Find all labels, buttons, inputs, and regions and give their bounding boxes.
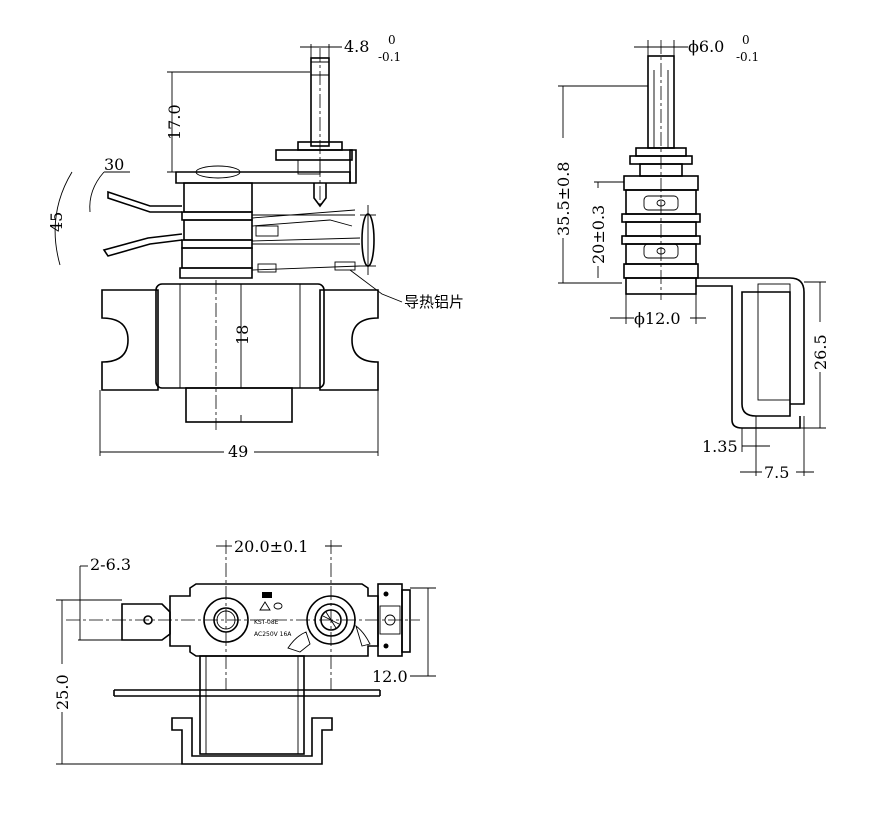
dim-spacing: 20.0±0.1 xyxy=(234,537,308,556)
dim-26-5: 26.5 xyxy=(811,334,830,370)
dim-49: 49 xyxy=(228,442,248,461)
dim-2-6-3: 2-6.3 xyxy=(90,555,131,574)
angle-30: 30 xyxy=(104,155,124,174)
callout-label: 导热铝片 xyxy=(404,293,464,311)
front-view: 4.8 0 -0.1 17.0 xyxy=(47,33,464,461)
side-view: ϕ6.0 0 -0.1 35.5±0.8 20±0.3 xyxy=(553,33,830,482)
dim-shaft-dia: ϕ6.0 xyxy=(688,37,724,56)
dim-shaft-width: 4.8 xyxy=(344,37,369,56)
dim-20: 20±0.3 xyxy=(589,205,608,264)
tol-upper: 0 xyxy=(388,33,396,47)
dim-25: 25.0 xyxy=(53,674,72,710)
side-tol-lower: -0.1 xyxy=(736,50,759,64)
angle-45: 45 xyxy=(47,212,66,232)
dim-12: 12.0 xyxy=(372,667,408,686)
dim-body-dia: ϕ12.0 xyxy=(634,309,681,328)
dim-7-5: 7.5 xyxy=(764,463,789,482)
side-tol-upper: 0 xyxy=(742,33,750,47)
dim-height: 35.5±0.8 xyxy=(554,162,573,236)
marking-rating: AC250V 16A xyxy=(254,631,292,638)
dim-shaft-height: 17.0 xyxy=(165,104,184,140)
dim-1-35: 1.35 xyxy=(702,437,738,456)
marking-model: KST-08E xyxy=(254,619,279,626)
dim-18: 18 xyxy=(233,325,252,345)
tol-lower: -0.1 xyxy=(378,50,401,64)
top-view: 2-6.3 KST-08E AC250V 16A xyxy=(52,536,436,765)
